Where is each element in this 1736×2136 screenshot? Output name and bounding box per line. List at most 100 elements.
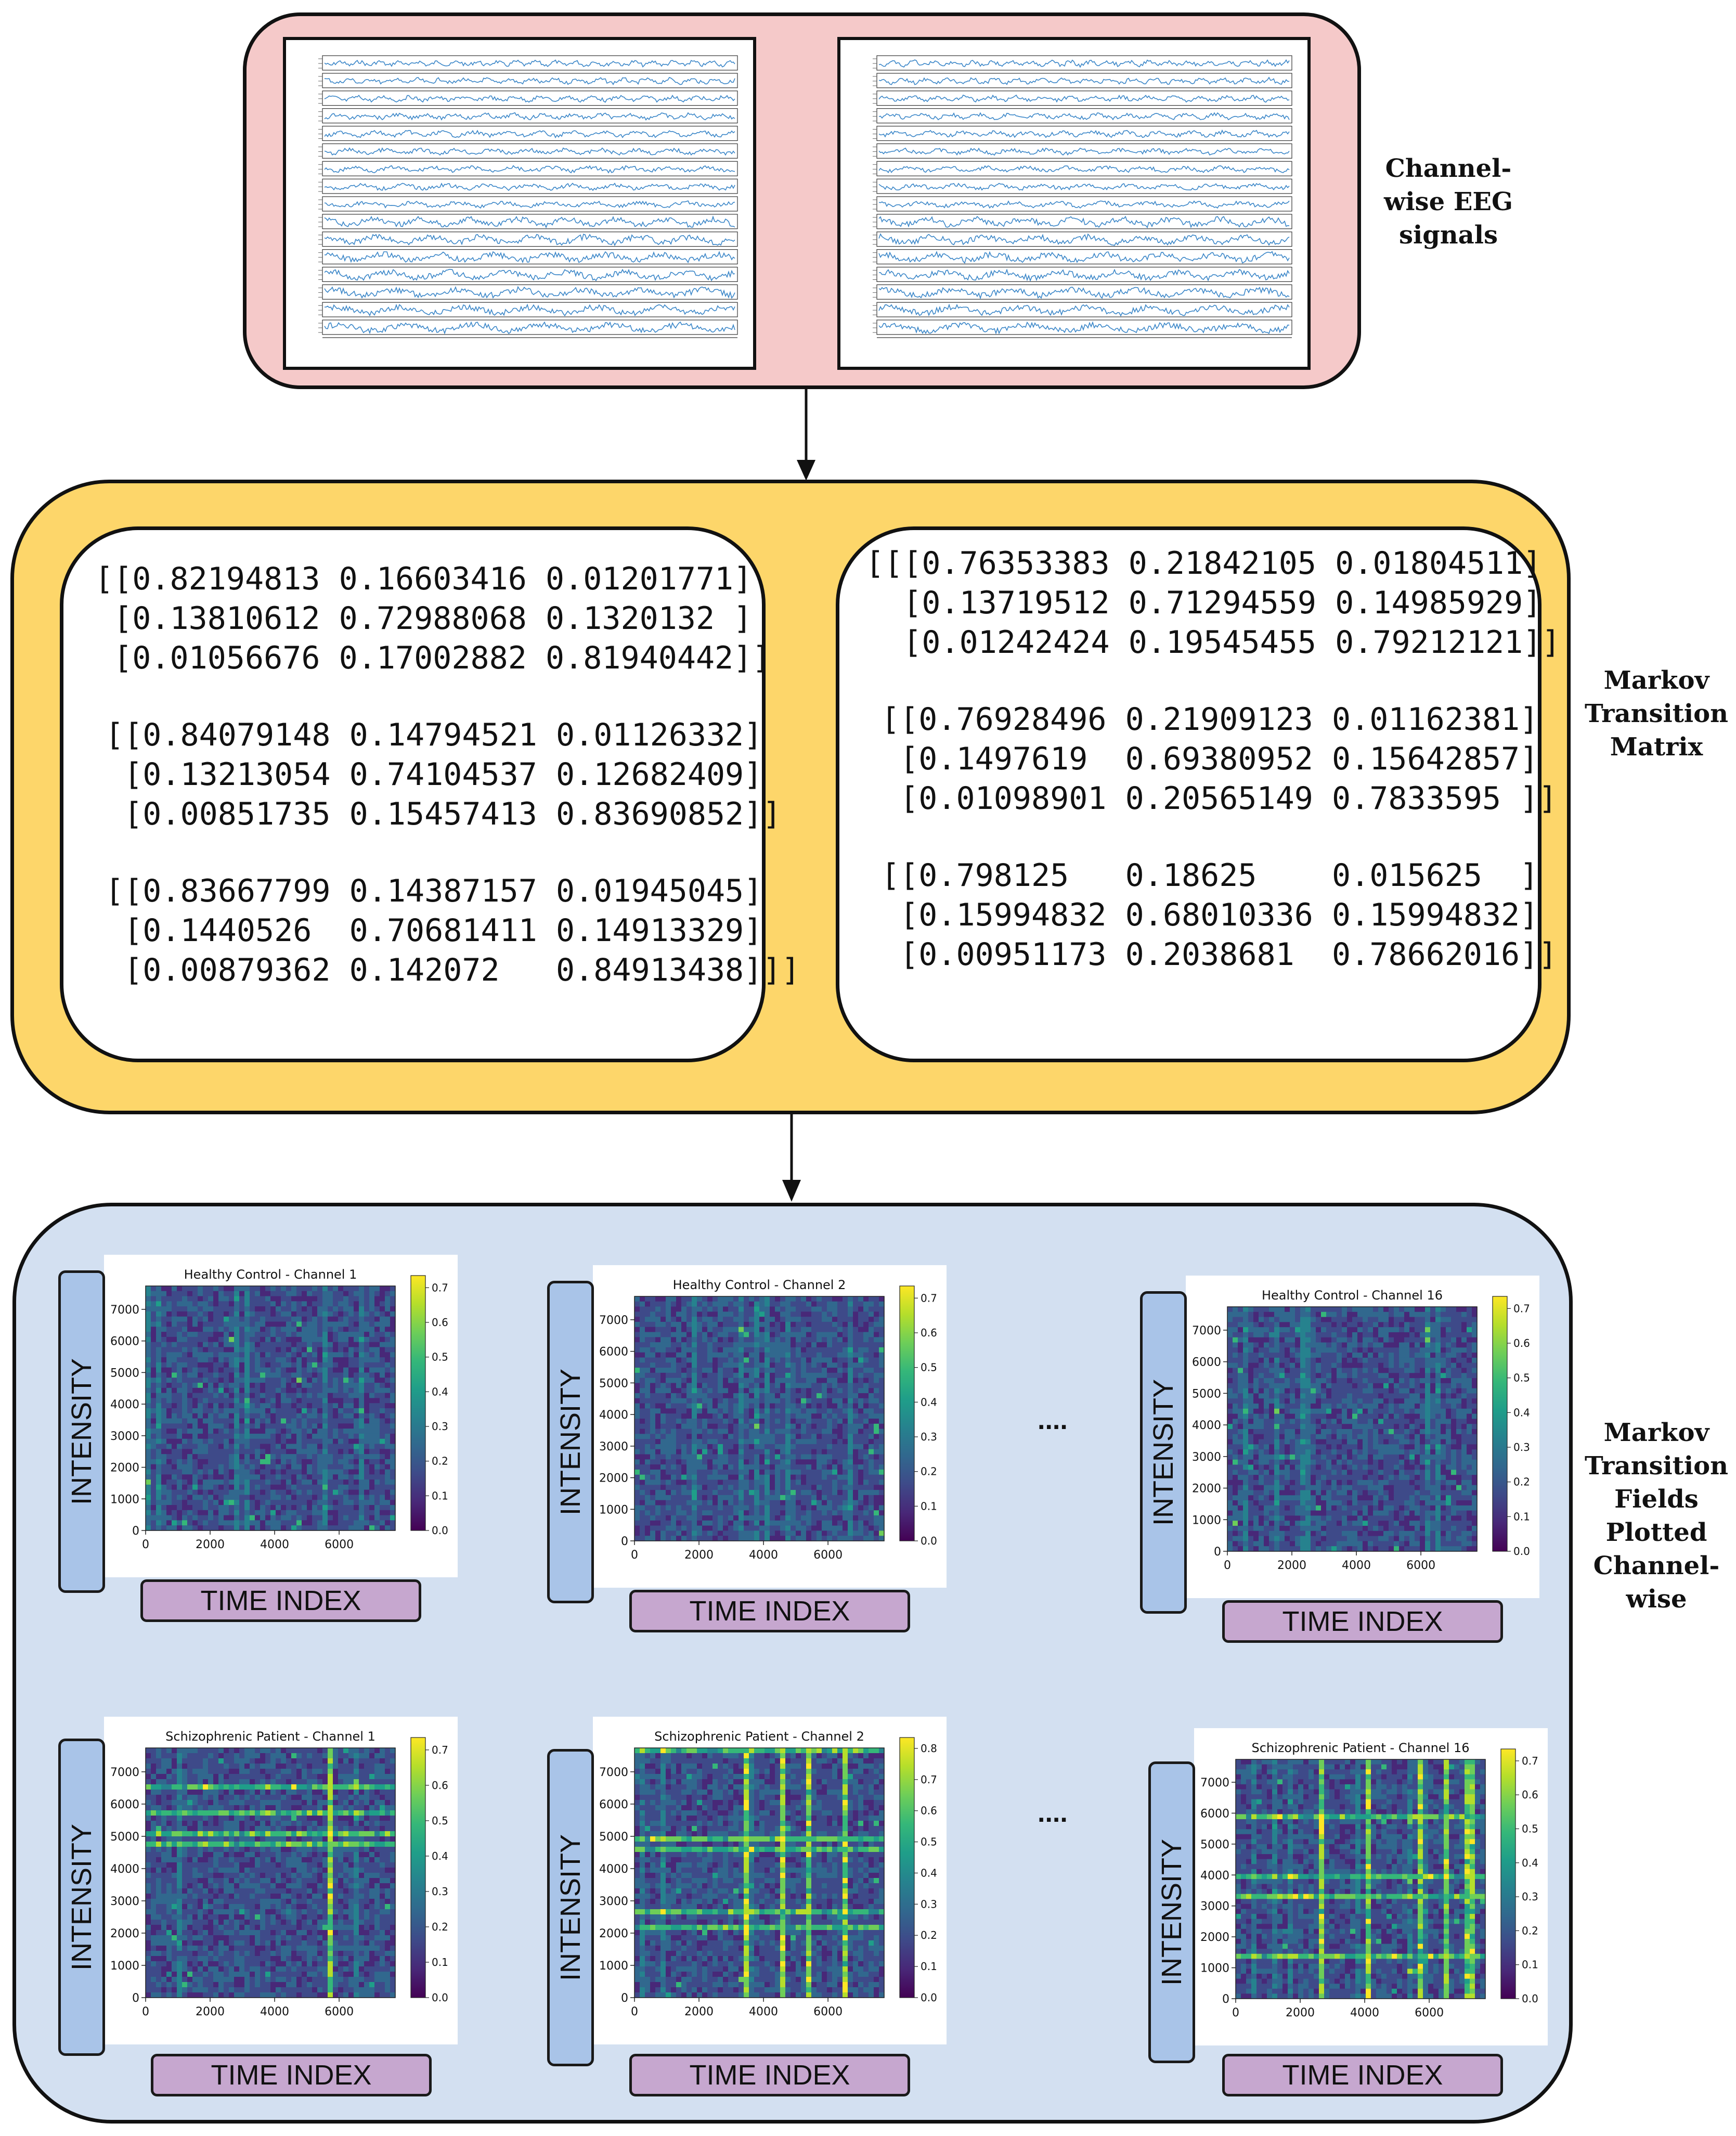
heatmap-cell: [692, 1520, 697, 1526]
heatmap-cell: [765, 1500, 770, 1506]
heatmap-cell: [322, 1500, 328, 1506]
heatmap-cell: [218, 1327, 224, 1332]
heatmap-cell: [697, 1378, 703, 1384]
heatmap-cell: [359, 1336, 365, 1343]
heatmap-cell: [692, 1429, 697, 1434]
heatmap-cell: [640, 1479, 645, 1485]
heatmap-cell: [791, 1429, 796, 1434]
heatmap-cell: [265, 1291, 271, 1297]
heatmap-cell: [177, 1413, 183, 1419]
heatmap-cell: [187, 1429, 193, 1434]
heatmap-cell: [328, 1418, 333, 1424]
heatmap-cell: [312, 1408, 318, 1414]
heatmap-cell: [359, 1459, 365, 1465]
heatmap-cell: [759, 1434, 765, 1439]
heatmap-cell: [1279, 1311, 1285, 1318]
heatmap-cell: [739, 1413, 744, 1419]
heatmap-cell: [364, 1327, 370, 1332]
heatmap-cell: [270, 1429, 276, 1434]
heatmap-cell: [832, 1413, 838, 1419]
heatmap-cell: [749, 1362, 755, 1368]
heatmap-cell: [354, 1372, 359, 1378]
heatmap-cell: [681, 1327, 687, 1333]
heatmap-cell: [728, 1327, 734, 1333]
heatmap-cell: [177, 1311, 183, 1317]
heatmap-cell: [843, 1423, 848, 1430]
heatmap-cell: [364, 1505, 370, 1511]
heatmap-cell: [229, 1306, 235, 1312]
heatmap-cell: [177, 1418, 183, 1424]
heatmap-cell: [239, 1332, 245, 1337]
heatmap-cell: [369, 1469, 375, 1475]
heatmap-cell: [707, 1311, 713, 1317]
heatmap-cell: [385, 1469, 391, 1475]
heatmap-cell: [229, 1393, 235, 1399]
heatmap-cell: [739, 1311, 744, 1317]
heatmap-cell: [671, 1327, 677, 1333]
heatmap-cell: [770, 1357, 775, 1363]
heatmap-cell: [260, 1479, 266, 1485]
heatmap-cell: [671, 1434, 677, 1439]
heatmap-cell: [213, 1306, 219, 1312]
heatmap-cell: [255, 1438, 261, 1445]
heatmap-cell: [837, 1296, 843, 1302]
heatmap-cell: [1409, 1307, 1415, 1313]
heatmap-cell: [827, 1525, 833, 1532]
heatmap-cell: [827, 1342, 833, 1348]
heatmap-cell: [681, 1423, 687, 1430]
heatmap-cell: [645, 1469, 651, 1475]
heatmap-cell: [718, 1520, 723, 1526]
heatmap-cell: [817, 1485, 822, 1490]
heatmap-cell: [359, 1525, 365, 1531]
heatmap-cell: [203, 1393, 209, 1399]
heatmap-cell: [317, 1362, 323, 1368]
heatmap-cell: [707, 1520, 713, 1526]
heatmap-cell: [848, 1301, 853, 1307]
heatmap-cell: [744, 1347, 749, 1353]
heatmap-cell: [177, 1525, 183, 1531]
heatmap-cell: [832, 1352, 838, 1358]
heatmap-cell: [780, 1357, 786, 1363]
heatmap-cell: [843, 1317, 848, 1322]
heatmap-cell: [671, 1510, 677, 1516]
heatmap-cell: [832, 1317, 838, 1322]
heatmap-cell: [671, 1368, 677, 1373]
heatmap-cell: [660, 1419, 666, 1424]
heatmap-cell: [843, 1525, 848, 1532]
heatmap-cell: [177, 1444, 183, 1449]
heatmap-cell: [317, 1332, 323, 1337]
heatmap-cell: [203, 1408, 209, 1414]
heatmap-cell: [634, 1510, 640, 1516]
heatmap-cell: [733, 1423, 739, 1430]
heatmap-cell: [255, 1520, 261, 1526]
heatmap-cell: [161, 1393, 167, 1399]
heatmap-cell: [161, 1286, 167, 1292]
heatmap-cell: [712, 1500, 718, 1506]
heatmap-cell: [239, 1336, 245, 1343]
heatmap-cell: [739, 1525, 744, 1532]
heatmap-cell: [874, 1423, 879, 1430]
heatmap-cell: [775, 1393, 781, 1399]
heatmap-cell: [728, 1383, 734, 1388]
heatmap-cell: [369, 1515, 375, 1521]
heatmap-cell: [874, 1439, 879, 1445]
heatmap-cell: [686, 1469, 692, 1475]
heatmap-cell: [286, 1429, 292, 1434]
heatmap-cell: [213, 1433, 219, 1439]
heatmap-cell: [660, 1398, 666, 1404]
heatmap-cell: [218, 1525, 224, 1531]
heatmap-cell: [671, 1332, 677, 1337]
heatmap-cell: [707, 1479, 713, 1485]
heatmap-cell: [151, 1489, 157, 1496]
heatmap-cell: [198, 1398, 203, 1404]
heatmap-cell: [791, 1378, 796, 1384]
heatmap-cell: [754, 1434, 760, 1439]
heatmap-cell: [338, 1403, 344, 1409]
heatmap-cell: [791, 1337, 796, 1343]
heatmap-cell: [723, 1510, 729, 1516]
heatmap-cell: [655, 1317, 661, 1322]
heatmap-cell: [203, 1418, 209, 1424]
heatmap-cell: [879, 1520, 885, 1526]
heatmap-cell: [172, 1520, 177, 1526]
heatmap-cell: [666, 1469, 671, 1475]
